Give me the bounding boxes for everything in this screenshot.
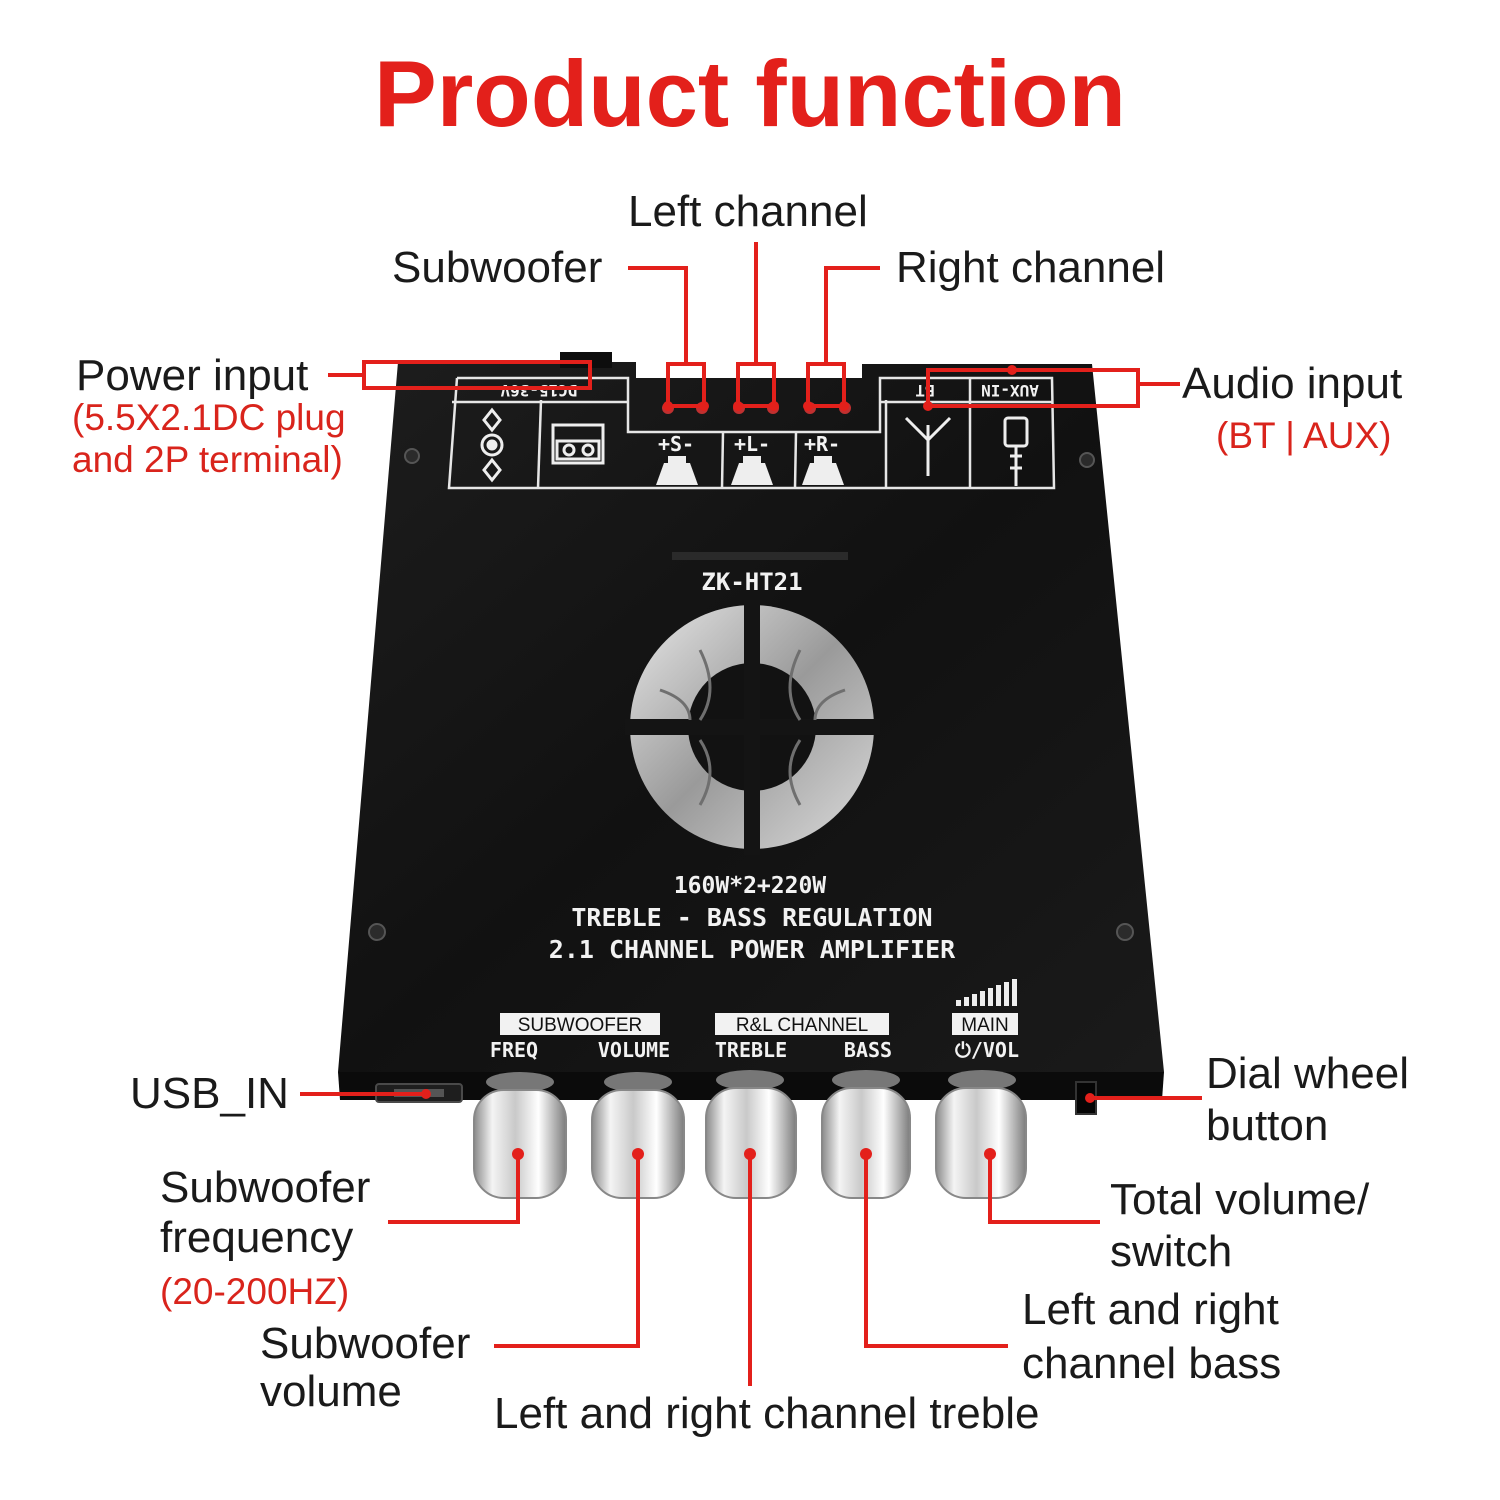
subwoofer-group-label: SUBWOOFER [518, 1015, 643, 1036]
leader-lines [300, 242, 1202, 1386]
callout-sub-vol-2: volume [260, 1367, 402, 1416]
callout-bass-2: channel bass [1022, 1339, 1281, 1388]
callout-usb-in: USB_IN [130, 1069, 289, 1118]
dc-jack-icon [480, 407, 504, 483]
speaker-icon [802, 463, 844, 485]
antenna-icon [904, 416, 952, 476]
cooling-fan [625, 600, 880, 855]
screw [368, 923, 386, 941]
speaker-icon [668, 456, 686, 464]
main-group-badge [952, 1013, 1018, 1035]
knob-freq-label: FREQ [490, 1038, 538, 1062]
callout-subwoofer: Subwoofer [392, 243, 602, 292]
callout-total-vol-1: Total volume/ [1110, 1175, 1370, 1224]
speaker-icon [731, 463, 773, 485]
knob-bass-label: BASS [844, 1038, 892, 1062]
leader-dots [421, 365, 1095, 1160]
screws [368, 448, 1134, 941]
callout-power-input-detail-2: and 2P terminal) [72, 439, 343, 480]
connector-panel [447, 376, 1056, 490]
aux-label: AUX-IN [981, 381, 1039, 400]
callout-bass-1: Left and right [1022, 1285, 1279, 1334]
knob-volume-label: VOLUME [598, 1038, 670, 1062]
svg-text:BT: BT [915, 381, 934, 400]
channel-spec: 2.1 CHANNEL POWER AMPLIFIER [549, 935, 956, 964]
speaker-icons [656, 456, 844, 485]
regulation-spec: TREBLE - BASS REGULATION [571, 903, 932, 932]
rl-group-badge [715, 1013, 889, 1035]
bt-label: BT [915, 381, 934, 400]
aux-jack-icon [1003, 416, 1029, 486]
dc-voltage-label: DC15-36V [500, 381, 577, 400]
power-spec: 160W*2+220W [674, 873, 826, 899]
callout-sub-freq-detail: (20-200HZ) [160, 1271, 349, 1312]
knob-treble-label: TREBLE [715, 1038, 787, 1062]
subwoofer-group-badge [500, 1013, 660, 1035]
callout-right-channel: Right channel [896, 243, 1165, 292]
channel-s-label: +S- [658, 432, 694, 456]
svg-text:AUX-IN: AUX-IN [981, 381, 1039, 400]
knob-vol-label: ⏻/VOL [955, 1038, 1019, 1062]
callout-audio-input: Audio input [1182, 359, 1402, 408]
callout-dial-wheel-2: button [1206, 1101, 1328, 1150]
knob-freq[interactable] [473, 1072, 567, 1199]
channel-r-label: +R- [804, 432, 840, 456]
callout-treble: Left and right channel treble [494, 1389, 1040, 1438]
screw [1079, 452, 1095, 468]
callout-audio-input-detail: (BT | AUX) [1216, 415, 1391, 456]
volume-level-icon [956, 979, 1017, 1006]
callout-sub-vol-1: Subwoofer [260, 1319, 470, 1368]
page-title: Product function [374, 41, 1126, 146]
callout-sub-freq-2: frequency [160, 1213, 353, 1262]
main-group-label: MAIN [961, 1015, 1009, 1036]
knob-treble[interactable] [705, 1070, 797, 1199]
svg-text:DC15-36V: DC15-36V [500, 381, 577, 400]
brand-mark [672, 552, 848, 560]
knobs [473, 1070, 1027, 1199]
callout-left-channel: Left channel [628, 187, 868, 236]
terminal-block-icon [551, 423, 605, 465]
screw [1116, 923, 1134, 941]
amplifier-board: DC15-36V BT AUX-IN [338, 352, 1164, 1115]
knob-main-volume[interactable] [935, 1070, 1027, 1199]
callout-sub-freq-1: Subwoofer [160, 1163, 370, 1212]
speaker-icon [814, 456, 832, 464]
screw [404, 448, 420, 464]
speaker-icon [656, 463, 698, 485]
callout-total-vol-2: switch [1110, 1227, 1232, 1276]
speaker-icon [743, 456, 761, 464]
model-label: ZK-HT21 [701, 568, 802, 596]
callout-dial-wheel-1: Dial wheel [1206, 1049, 1409, 1098]
rl-group-label: R&L CHANNEL [736, 1015, 868, 1036]
callout-power-input: Power input [76, 351, 308, 400]
callout-power-input-detail-1: (5.5X2.1DC plug [72, 397, 346, 438]
channel-l-label: +L- [734, 432, 770, 456]
